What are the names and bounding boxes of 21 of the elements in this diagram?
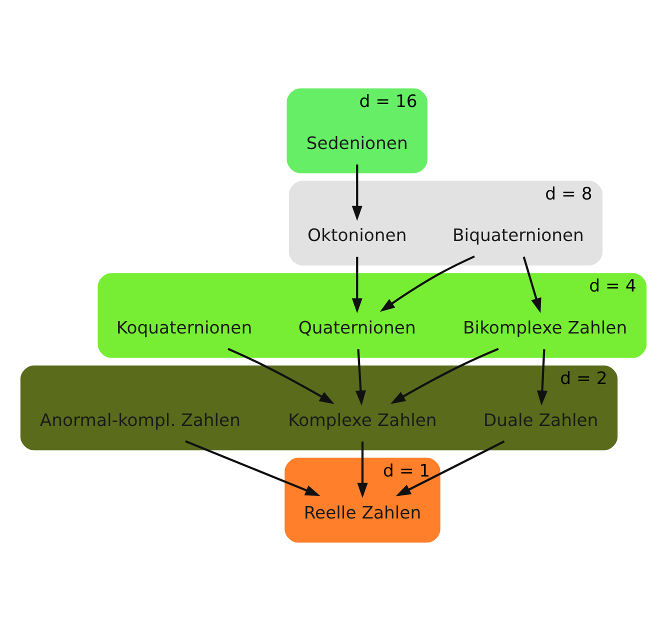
node-text: Oktonionen xyxy=(308,226,407,246)
arrow xyxy=(357,441,368,498)
arrow xyxy=(396,440,505,496)
node-text: Biquaternionen xyxy=(452,226,584,246)
node-text: Anormal-kompl. Zahlen xyxy=(40,410,241,430)
node-text: Quaternionen xyxy=(298,318,416,338)
node-text: Koquaternionen xyxy=(116,318,252,338)
node-text: Reelle Zahlen xyxy=(304,502,422,523)
node-text: Komplexe Zahlen xyxy=(288,410,437,430)
arrow xyxy=(536,348,548,406)
arrow xyxy=(390,347,499,404)
node-text: Sedenionen xyxy=(306,133,408,154)
arrow xyxy=(355,348,366,406)
arrow xyxy=(228,347,334,404)
node-text: Duale Zahlen xyxy=(483,410,598,430)
arrow xyxy=(352,256,362,313)
node-text: Bikomplexe Zahlen xyxy=(463,318,628,338)
arrow xyxy=(185,440,320,496)
arrow xyxy=(522,256,542,313)
arrow xyxy=(380,254,475,312)
arrow xyxy=(352,164,362,220)
